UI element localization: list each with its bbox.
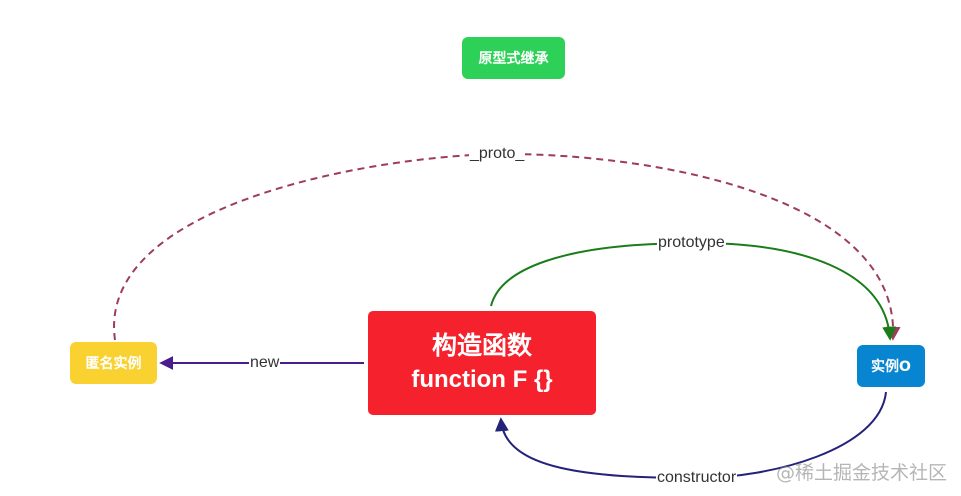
watermark: @稀土掘金技术社区 [775, 462, 947, 484]
instance-node: 实例O [857, 345, 925, 387]
constructor-node-title: 构造函数 [431, 331, 532, 360]
prototype-edge-label: prototype [657, 234, 726, 252]
constructor-node: 构造函数 function F {} [368, 311, 596, 415]
constructor-edge-label: constructor [656, 469, 738, 487]
proto-edge-label: _proto_ [469, 145, 526, 163]
constructor-node-code: function F {} [411, 366, 553, 393]
instance-label: 实例O [871, 359, 911, 375]
title-node-label: 原型式继承 [478, 51, 549, 67]
anonymous-instance-node: 匿名实例 [70, 342, 157, 384]
title-node: 原型式继承 [462, 37, 565, 79]
anonymous-instance-label: 匿名实例 [85, 356, 142, 372]
new-edge-label: new [249, 354, 281, 372]
